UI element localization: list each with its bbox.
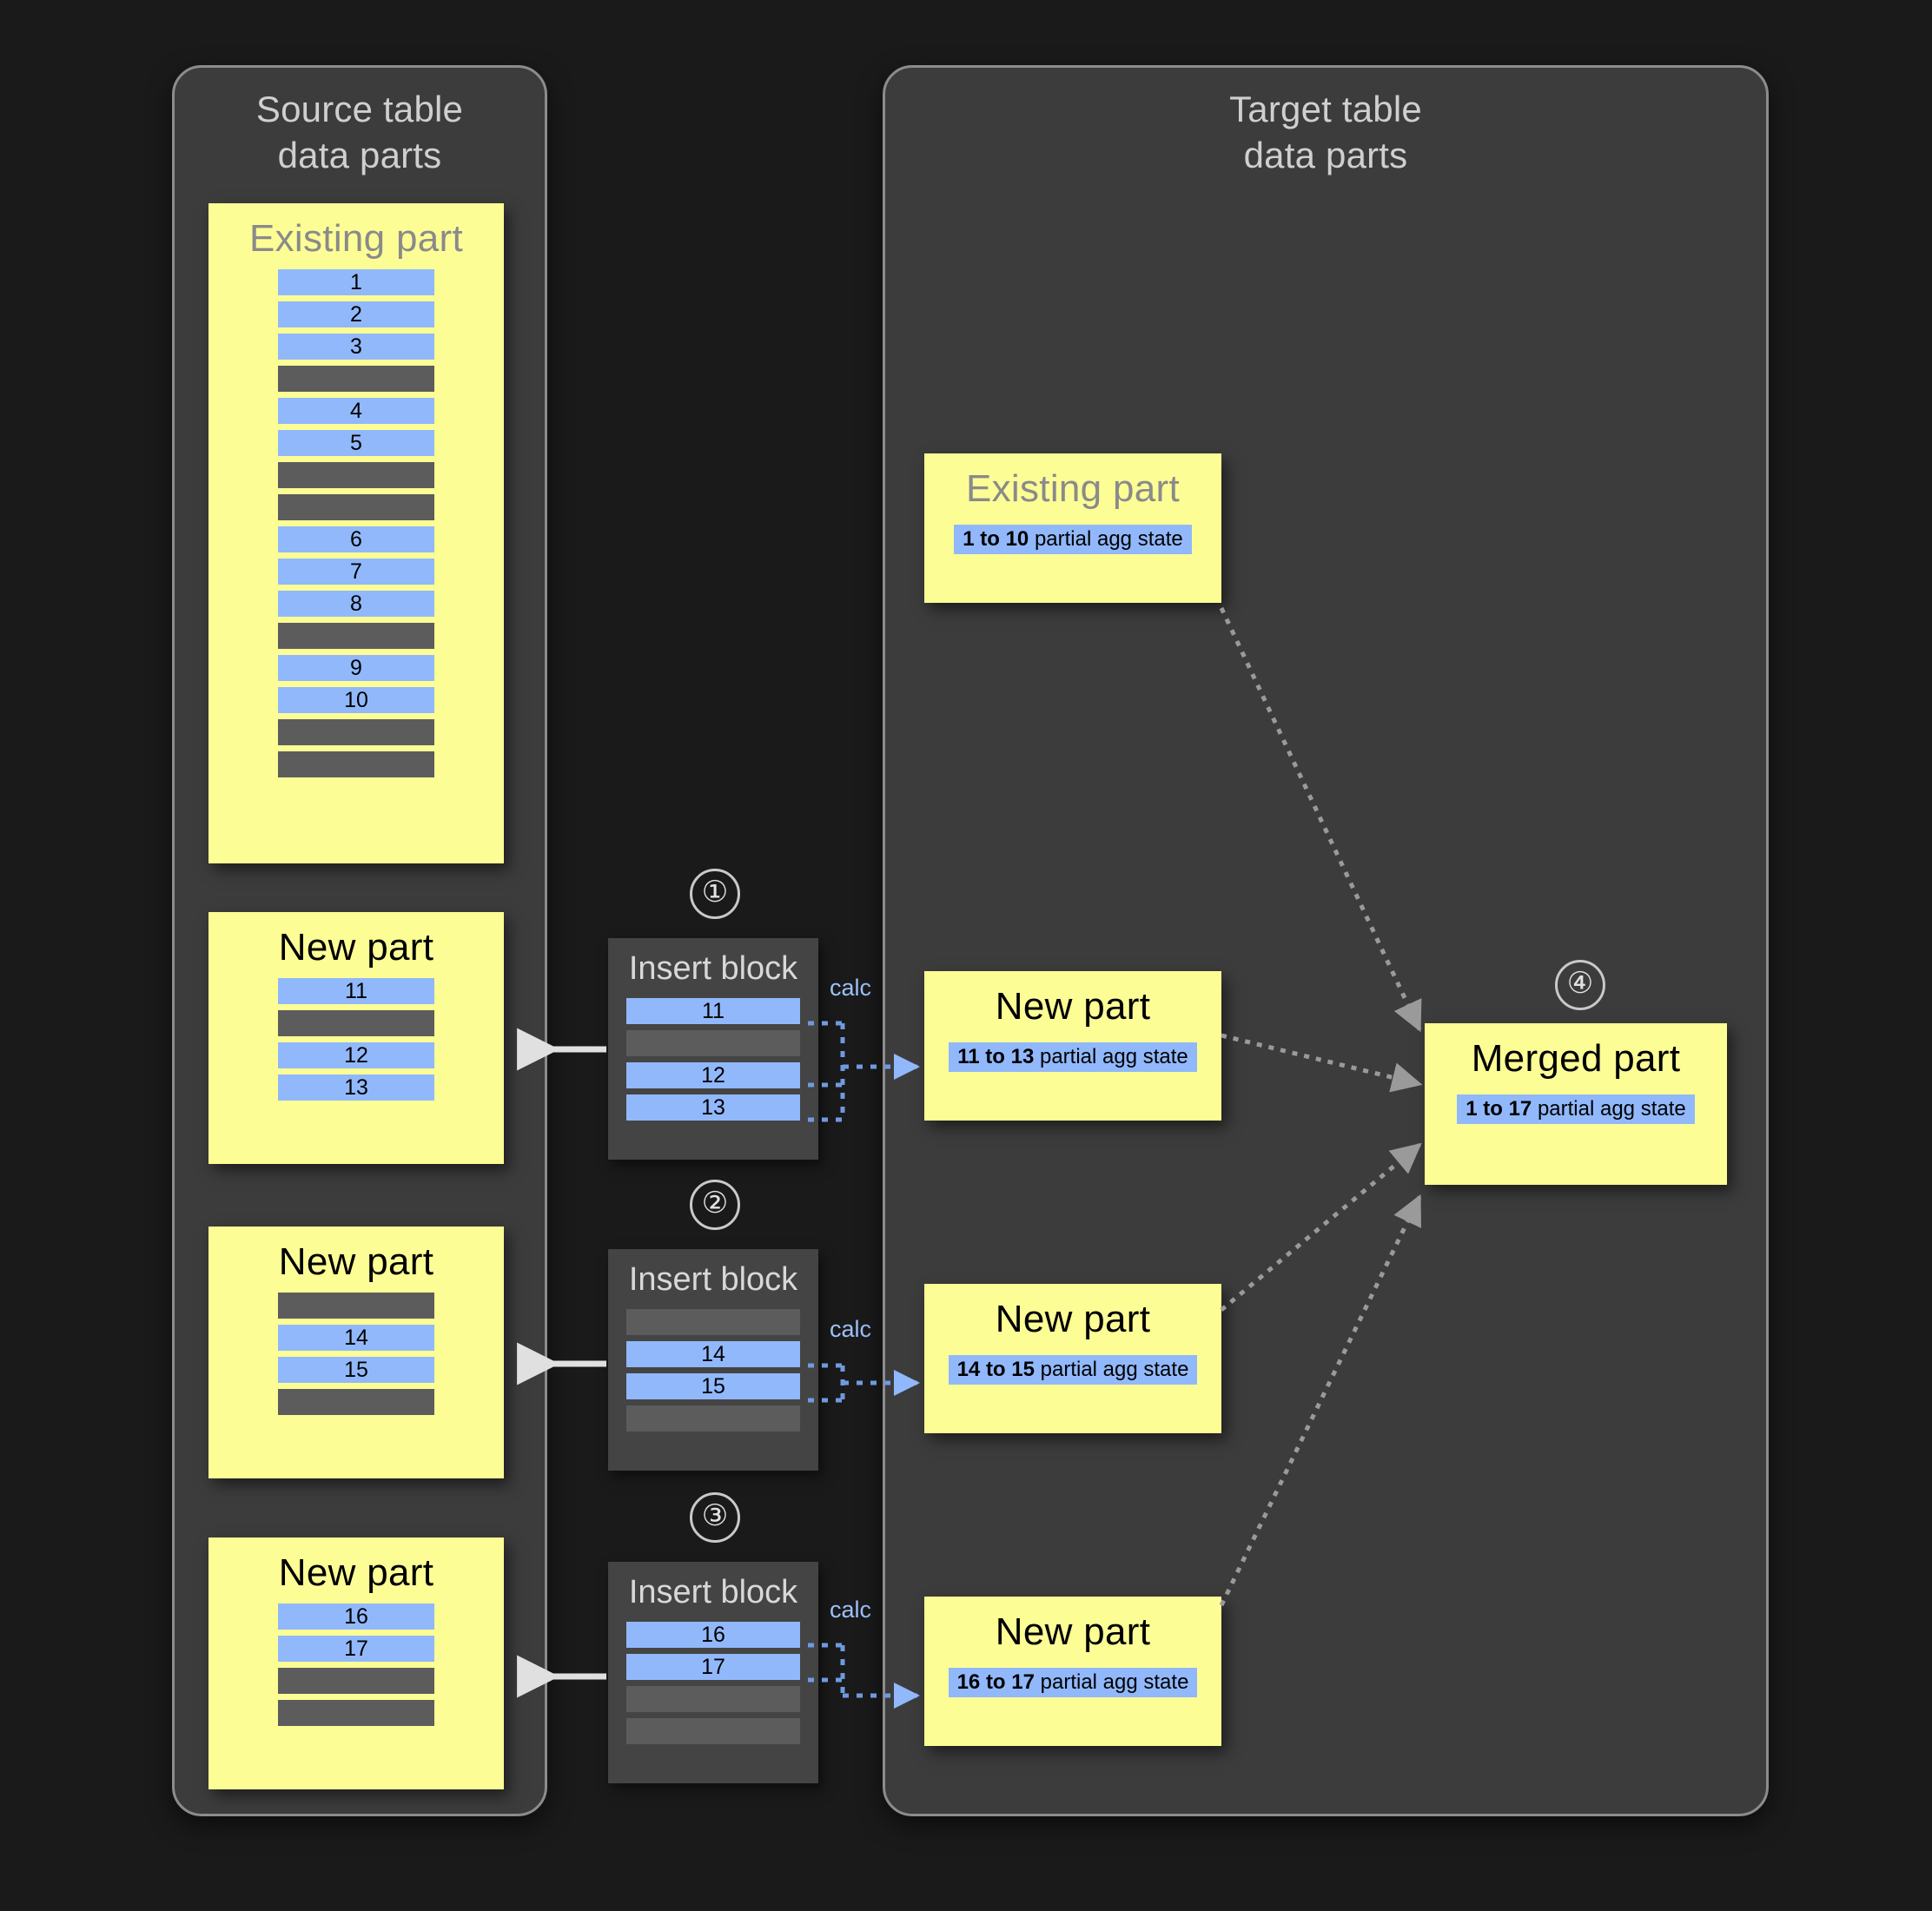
source-existing-part-rows: 1 2 3 4 5 6 7 8 9 10	[208, 269, 504, 797]
row-empty	[626, 1309, 800, 1335]
step-number-2: ②	[690, 1180, 740, 1230]
row-value: 16	[626, 1622, 800, 1648]
target-existing-part-agg: 1 to 10 partial agg state	[954, 525, 1192, 554]
target-new-part-2-agg: 14 to 15 partial agg state	[948, 1355, 1198, 1385]
row-value: 7	[278, 559, 434, 585]
row-value: 3	[278, 334, 434, 360]
row-value: 9	[278, 655, 434, 681]
source-new-part-1-title: New part	[278, 926, 434, 969]
row-value: 11	[626, 998, 800, 1024]
row-empty	[278, 1293, 434, 1319]
insert-block-1-rows: 11 12 13	[608, 998, 818, 1141]
row-value: 13	[278, 1075, 434, 1101]
target-table-panel: Target table data parts	[883, 65, 1769, 1816]
row-value: 4	[278, 398, 434, 424]
row-value: 16	[278, 1604, 434, 1630]
row-value: 12	[626, 1062, 800, 1088]
target-new-part-3-agg: 16 to 17 partial agg state	[948, 1668, 1198, 1697]
row-value: 15	[278, 1357, 434, 1383]
source-existing-part-title: Existing part	[248, 217, 463, 260]
row-empty	[626, 1030, 800, 1056]
calc-label-2: calc	[830, 1316, 872, 1342]
step-number-4: ④	[1555, 960, 1605, 1010]
row-empty	[278, 719, 434, 745]
target-new-part-2-title: New part	[995, 1298, 1151, 1340]
target-new-part-1: New part 11 to 13 partial agg state	[924, 971, 1221, 1121]
target-new-part-3: New part 16 to 17 partial agg state	[924, 1597, 1221, 1746]
row-value: 15	[626, 1373, 800, 1399]
insert-block-1-title: Insert block	[628, 950, 798, 987]
row-value: 13	[626, 1094, 800, 1121]
target-panel-title: Target table data parts	[1229, 89, 1422, 175]
row-empty	[278, 1700, 434, 1726]
insert-block-1: Insert block 11 12 13	[608, 938, 818, 1160]
source-new-part-3-title: New part	[278, 1551, 434, 1594]
row-value: 11	[278, 978, 434, 1004]
row-empty	[278, 751, 434, 777]
insert-block-3-title: Insert block	[628, 1574, 798, 1610]
source-new-part-1-rows: 11 12 13	[208, 978, 504, 1121]
row-value: 17	[278, 1636, 434, 1662]
target-existing-part: Existing part 1 to 10 partial agg state	[924, 453, 1221, 603]
row-empty	[626, 1718, 800, 1744]
row-value: 17	[626, 1654, 800, 1680]
target-existing-part-title: Existing part	[965, 467, 1180, 510]
row-empty	[626, 1686, 800, 1712]
target-merged-part: Merged part 1 to 17 partial agg state	[1425, 1023, 1727, 1185]
target-new-part-3-title: New part	[995, 1610, 1151, 1653]
row-value: 12	[278, 1042, 434, 1068]
row-value: 5	[278, 430, 434, 456]
target-new-part-2: New part 14 to 15 partial agg state	[924, 1284, 1221, 1433]
row-empty	[278, 1389, 434, 1415]
row-value: 10	[278, 687, 434, 713]
source-panel-title: Source table data parts	[255, 89, 464, 175]
row-empty	[278, 494, 434, 520]
row-value: 6	[278, 526, 434, 552]
target-merged-part-title: Merged part	[1471, 1037, 1681, 1080]
row-empty	[278, 366, 434, 392]
row-empty	[278, 1668, 434, 1694]
row-empty	[626, 1405, 800, 1432]
insert-block-2-title: Insert block	[628, 1261, 798, 1298]
calc-label-3: calc	[830, 1597, 872, 1623]
source-new-part-2-title: New part	[278, 1240, 434, 1283]
row-value: 1	[278, 269, 434, 295]
row-empty	[278, 462, 434, 488]
target-new-part-1-title: New part	[995, 985, 1151, 1028]
step-number-1: ①	[690, 869, 740, 919]
target-new-part-1-agg: 11 to 13 partial agg state	[949, 1042, 1197, 1072]
calc-label-1: calc	[830, 975, 872, 1001]
target-merged-part-agg: 1 to 17 partial agg state	[1457, 1094, 1695, 1124]
source-new-part-1: New part 11 12 13	[208, 912, 504, 1164]
row-empty	[278, 1010, 434, 1036]
source-existing-part: Existing part 1 2 3 4 5 6 7 8 9 10	[208, 203, 504, 863]
step-number-3: ③	[690, 1492, 740, 1543]
row-empty	[278, 623, 434, 649]
row-value: 2	[278, 301, 434, 327]
row-value: 14	[278, 1325, 434, 1351]
row-value: 14	[626, 1341, 800, 1367]
row-value: 8	[278, 591, 434, 617]
